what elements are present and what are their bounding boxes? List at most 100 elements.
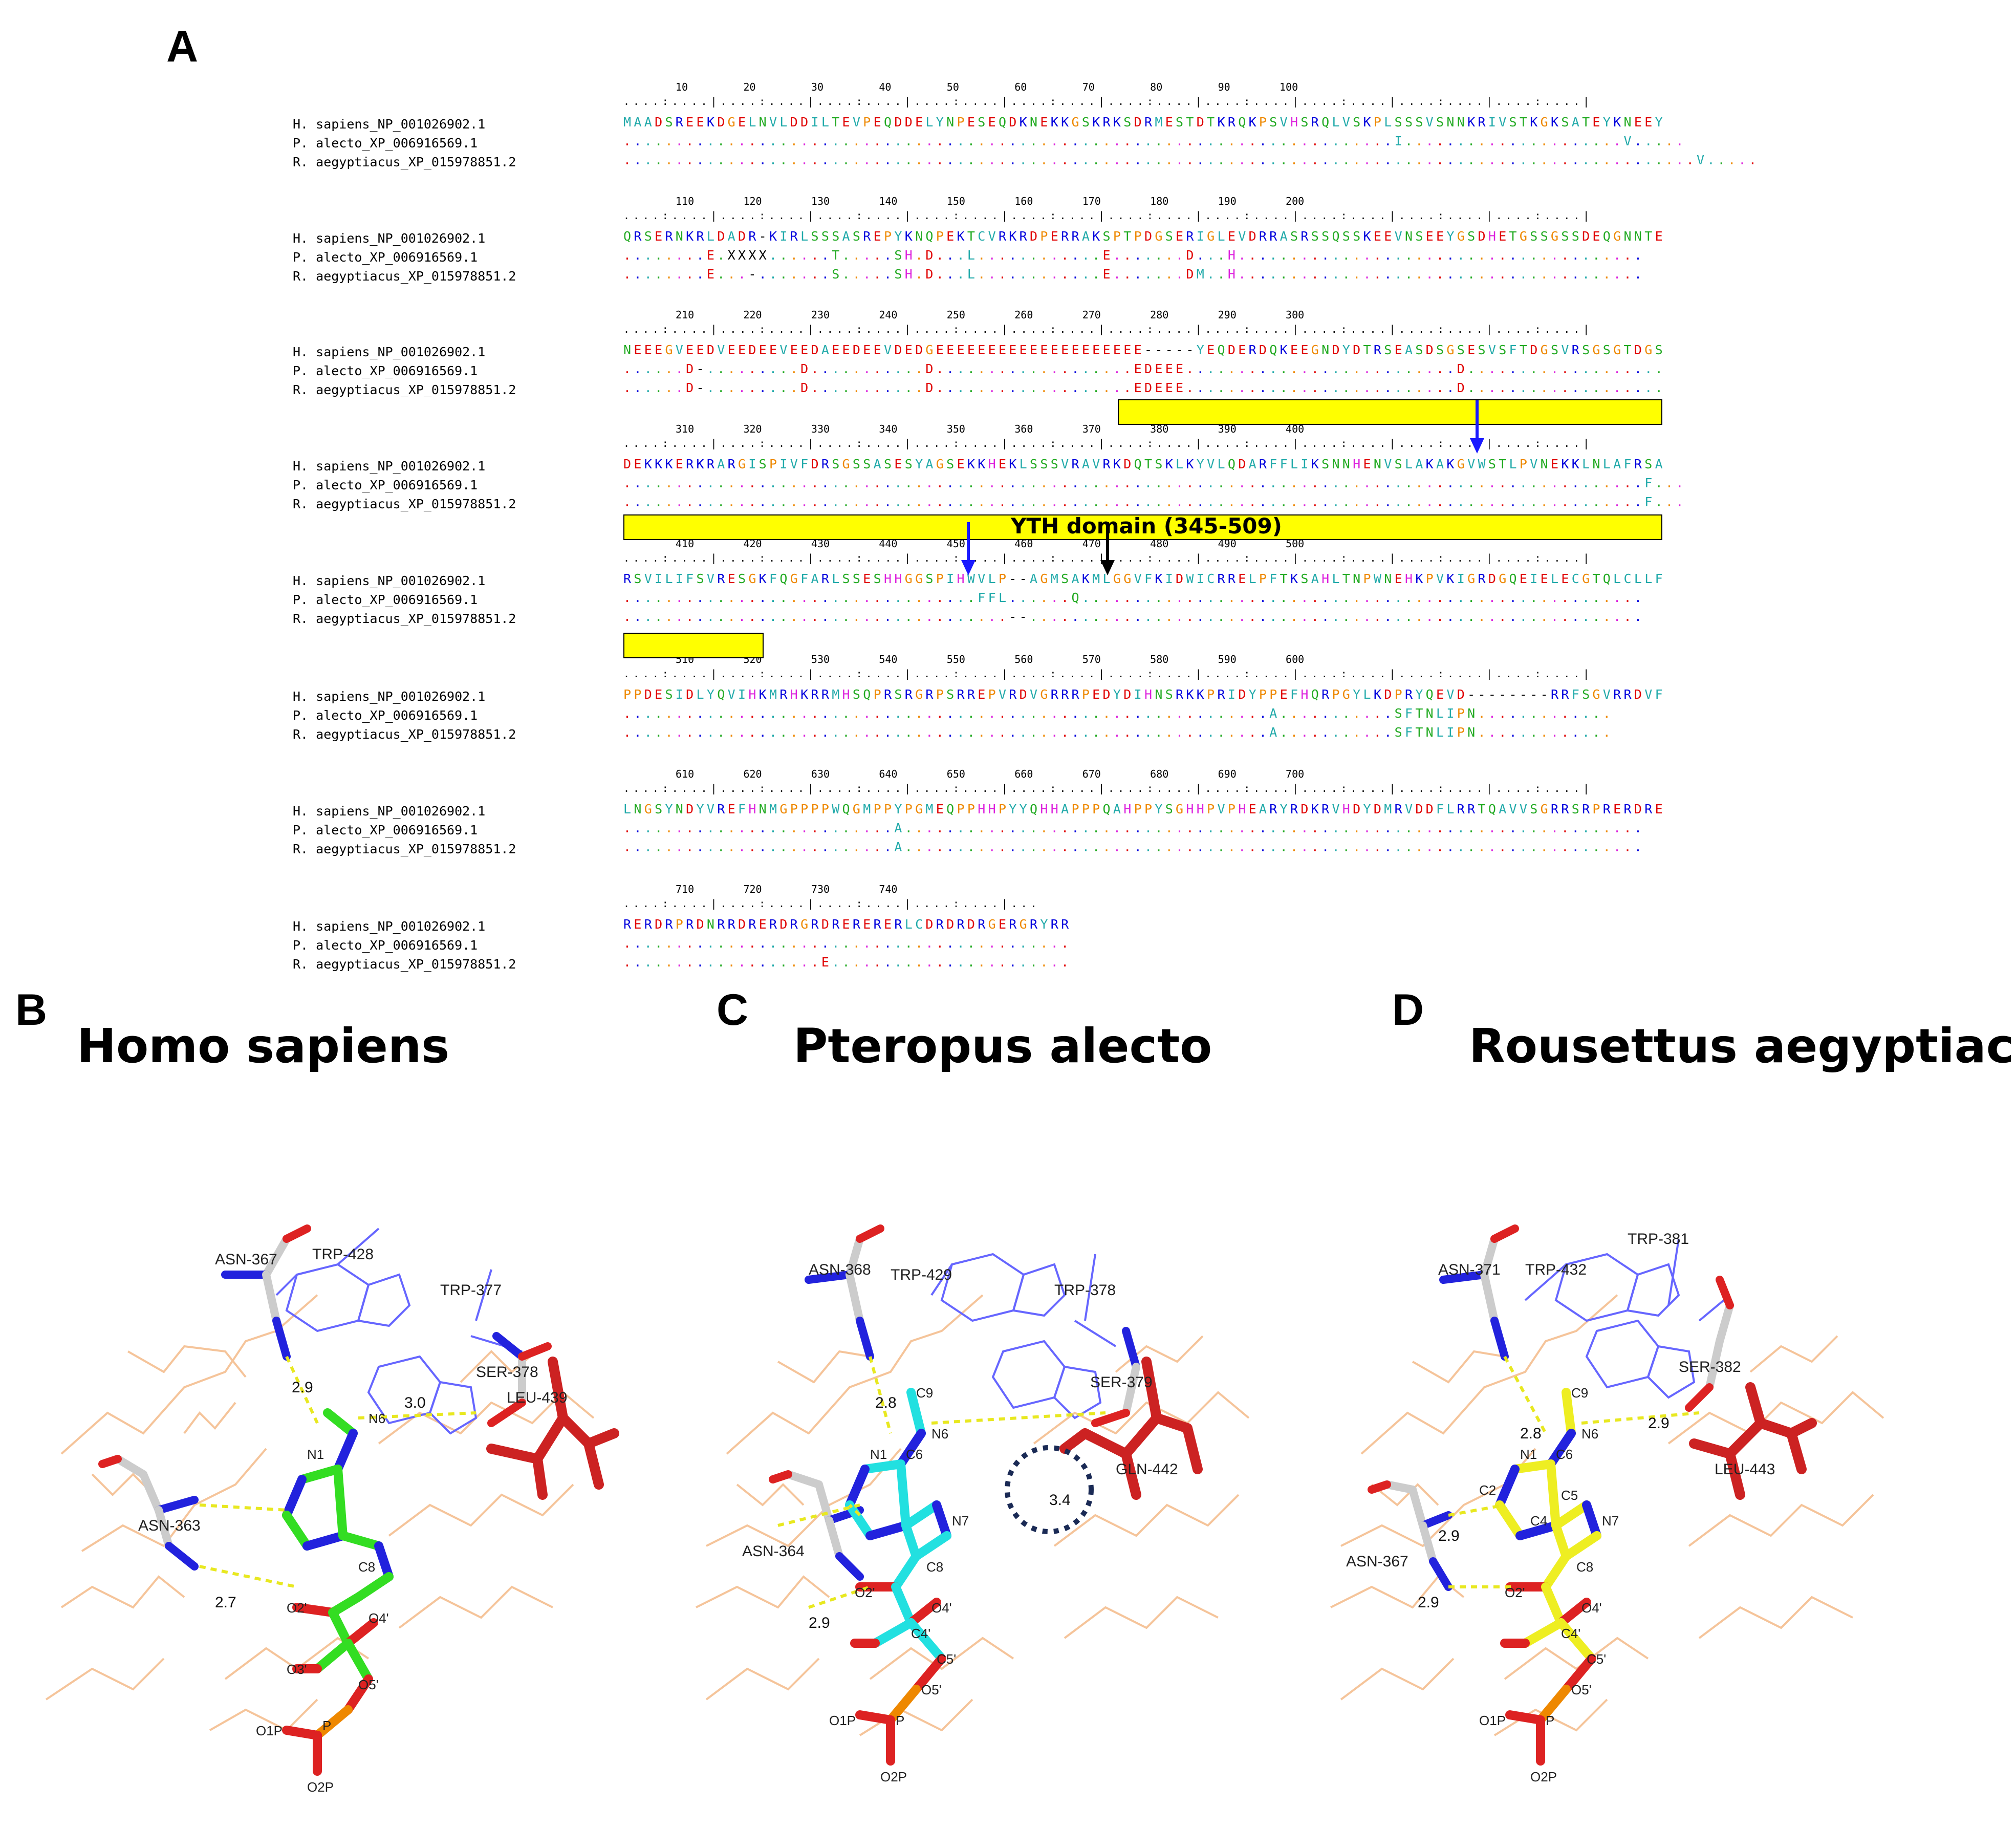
alignment-ruler: 10 20 30 40 50 60 70 80 90 100 (676, 81, 1298, 93)
species-name-label: P. alecto_XP_006916569.1 (293, 938, 478, 953)
blue-arrow-icon (961, 522, 976, 575)
alignment-ruler: 510 520 530 540 550 560 570 580 590 600 (676, 653, 1305, 665)
sequence-row-alecto: ........................................… (623, 476, 1686, 490)
res-label: ASN-367 (1346, 1553, 1408, 1570)
species-name-label: H. sapiens_NP_001026902.1 (293, 573, 486, 588)
res-label: TRP-377 (440, 1282, 502, 1299)
leu-red-sticks (486, 1357, 619, 1500)
res-label: TRP-432 (1525, 1261, 1587, 1278)
distance-label: 2.9 (1438, 1528, 1460, 1544)
atom-label: O2P (880, 1769, 907, 1784)
res-label: ASN-363 (138, 1517, 201, 1534)
panel-d-title: Rousettus aegyptiacus (1469, 1019, 2016, 1073)
res-label: ASN-368 (809, 1261, 871, 1278)
species-name-label: R. aegyptiacus_XP_015978851.2 (293, 382, 516, 397)
sequence-row-human: RERDRPRDNRRDRERDRGRDRERERERLCDRDRDRGERGR… (623, 917, 1072, 932)
atom-label: N1 (870, 1447, 887, 1462)
alignment-ticks: ....:....|....:....|....:....|....:....|… (623, 782, 1593, 794)
alignment-ruler: 210 220 230 240 250 260 270 280 290 300 (676, 309, 1305, 321)
atom-label: O3' (287, 1662, 307, 1677)
species-name-label: P. alecto_XP_006916569.1 (293, 363, 478, 378)
sequence-row-human: QRSERNKRLDADR-KIRLSSSASREPYKNQPEKTCVRKRD… (623, 229, 1665, 244)
ligand-sticks (1495, 1388, 1601, 1766)
species-name-label: P. alecto_XP_006916569.1 (293, 823, 478, 837)
tryptophan-lines (930, 1253, 1117, 1420)
species-name-label: H. sapiens_NP_001026902.1 (293, 231, 486, 246)
blue-arrow-icon (1470, 400, 1484, 454)
residue-sticks (1368, 1224, 1734, 1591)
domain-bar-segment-3 (623, 633, 764, 658)
atom-label: C6 (1556, 1447, 1573, 1462)
distance-label: 2.8 (1520, 1425, 1542, 1442)
res-label: LEU-443 (1715, 1461, 1775, 1478)
atom-label: P (896, 1713, 904, 1728)
sequence-row-aegyptiacus: ...................E....................… (623, 955, 1072, 970)
species-name-label: H. sapiens_NP_001026902.1 (293, 689, 486, 704)
species-name-label: P. alecto_XP_006916569.1 (293, 708, 478, 723)
res-label: TRP-428 (312, 1246, 374, 1263)
atom-label: P (322, 1718, 331, 1733)
res-label: TRP-381 (1628, 1231, 1689, 1248)
atom-label: O1P (256, 1723, 283, 1738)
sequence-row-human: DEKKKERKRARGISPIVFDRSGSSASESYAGSEKKHEKLS… (623, 457, 1665, 471)
atom-label: C4' (911, 1626, 930, 1641)
atom-label: O5' (921, 1682, 942, 1697)
distance-label: 2.9 (1418, 1594, 1439, 1611)
atom-label: C9 (916, 1385, 933, 1401)
highlight-circle (1005, 1445, 1094, 1534)
panel-d-letter: D (1392, 985, 1424, 1035)
panel-d-structure: ASN-371 TRP-432 TRP-381 SER-382 LEU-443 … (1330, 1224, 1884, 1784)
domain-bar-segment-2 (623, 514, 1662, 540)
res-label: LEU-439 (507, 1389, 567, 1406)
hbond-lines (1448, 1356, 1700, 1588)
distance-label: 2.8 (875, 1394, 897, 1411)
atom-label: O5' (358, 1677, 379, 1692)
res-label: GLN-442 (1116, 1461, 1178, 1478)
species-name-label: P. alecto_XP_006916569.1 (293, 136, 478, 150)
sequence-row-alecto: ........E.XXXX......T.....SH.D...L......… (623, 248, 1645, 263)
sequence-row-alecto: ......D-.........D...........D..........… (623, 361, 1665, 376)
sequence-row-alecto: ........................................… (623, 936, 1072, 951)
sequence-row-aegyptiacus: ..........................A.............… (623, 840, 1645, 854)
species-name-label: H. sapiens_NP_001026902.1 (293, 919, 486, 934)
atom-label: N1 (1520, 1447, 1537, 1462)
atom-label: O5' (1571, 1682, 1592, 1697)
leu-red-sticks (1689, 1382, 1817, 1500)
gln-red-sticks (1059, 1357, 1203, 1500)
res-label: SER-382 (1679, 1359, 1741, 1375)
sequence-row-aegyptiacus: ........................................… (623, 153, 1760, 167)
alignment-ruler: 710 720 730 740 (676, 883, 898, 895)
atom-label: C2 (1479, 1482, 1496, 1498)
sequence-row-human: LNGSYNDYVREFHNMGPPPPWQGMPPYPGMEQPPHHPYYQ… (623, 802, 1665, 816)
residue-sticks (98, 1224, 552, 1571)
panel-b-letter: B (15, 985, 48, 1035)
atom-label: C9 (1571, 1385, 1588, 1401)
sequence-row-alecto: ........................................… (623, 706, 1614, 721)
distance-label: 2.9 (1648, 1415, 1670, 1432)
hbond-lines (199, 1356, 476, 1588)
alignment-ticks: ....:....|....:....|....:....|....:....|… (623, 897, 1040, 910)
atom-label: C4' (1561, 1626, 1580, 1641)
ligand-sticks (845, 1388, 951, 1766)
sequence-row-alecto: ..................................FFL...… (623, 590, 1645, 605)
panel-b-structure: ASN-367 TRP-428 TRP-377 SER-378 LEU-439 … (45, 1224, 619, 1795)
atom-label: C4 (1530, 1513, 1547, 1529)
hbond-lines (777, 1356, 1106, 1609)
black-arrow-icon (1100, 522, 1115, 575)
species-name-label: R. aegyptiacus_XP_015978851.2 (293, 611, 516, 626)
atom-label: O2' (1505, 1585, 1525, 1600)
panel-c-letter: C (717, 985, 749, 1035)
atom-label: C5' (937, 1651, 956, 1667)
yth-domain-label: YTH domain (345-509) (1011, 513, 1282, 539)
alignment-ticks: ....:....|....:....|....:....|....:....|… (623, 95, 1593, 107)
sequence-row-alecto: ..........................A.............… (623, 821, 1645, 835)
alignment-ticks: ....:....|....:....|....:....|....:....|… (623, 668, 1593, 680)
distance-label: 2.9 (292, 1379, 313, 1396)
atom-label: O4' (368, 1610, 389, 1626)
atom-label: C5 (1561, 1488, 1578, 1503)
sequence-row-alecto: ........................................… (623, 134, 1686, 148)
sequence-row-human: RSVILIFSVRESGKFQGFARLSSESHHGGSPIHWVLP--A… (623, 571, 1665, 586)
species-name-label: P. alecto_XP_006916569.1 (293, 250, 478, 265)
atom-label: O4' (1581, 1600, 1602, 1616)
sequence-row-human: MAADSREEKDGELNVLDDILTEVPEQDDELYNPESEQDKN… (623, 115, 1665, 130)
